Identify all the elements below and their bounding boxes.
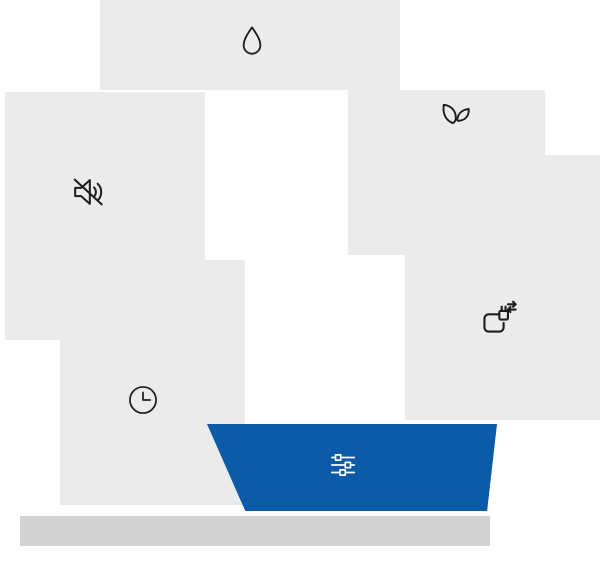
tile-water[interactable] (100, 0, 400, 90)
speaker-muted-icon (66, 170, 110, 214)
water-drop-icon (232, 22, 272, 62)
plug-sync-icon (472, 299, 518, 345)
clock-icon (124, 381, 162, 419)
tile-timer[interactable] (60, 260, 245, 505)
tile-remote-connect[interactable] (405, 155, 600, 420)
eco-leaves-icon (435, 93, 477, 135)
carousel-scrollbar[interactable] (20, 516, 490, 546)
tile-settings-selected[interactable] (207, 424, 497, 511)
sliders-icon (325, 447, 361, 483)
